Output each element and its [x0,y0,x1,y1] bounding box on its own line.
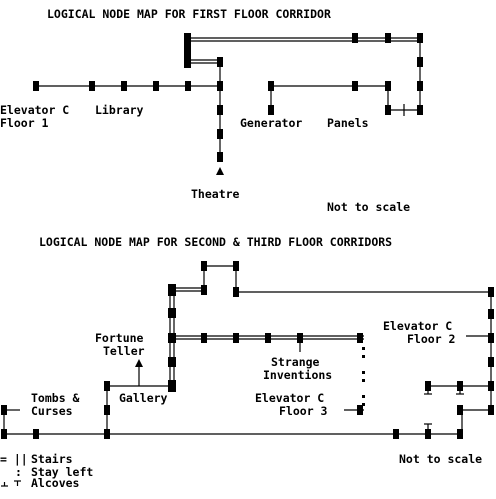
map-node [488,357,494,367]
legend: = || Stairs : Stay left Alcoves [0,452,93,490]
map-node [121,81,127,91]
legend-stairs-text: Stairs [31,452,73,466]
map-node [201,333,207,343]
legend-alcoves-text: Alcoves [31,476,79,490]
map-node [352,81,358,91]
map-node [393,429,399,439]
map-node [297,333,303,343]
map-node [201,261,207,271]
panels-label: Panels [327,116,369,130]
map-node [268,81,274,91]
map-node [268,105,274,115]
map-node [417,33,423,43]
alcove-icon [1,480,21,487]
map-node [457,429,463,439]
theatre-arrow-icon [216,167,224,175]
map-node [457,381,463,391]
legend-stay-left-text: Stay left [31,465,93,479]
strange-inventions-label: Strange [271,355,320,369]
map-node [488,381,494,391]
map-node [1,405,7,415]
map-node [153,81,159,91]
map-node [217,129,223,139]
map-node [357,405,363,415]
map-node [233,333,239,343]
map-node [104,405,110,415]
library-label: Library [95,103,144,117]
map-node [385,33,391,43]
map-node [168,308,176,318]
map-node [488,333,494,343]
map-node [233,261,239,271]
map-node [33,429,39,439]
elevator-c-floor3-label: Floor 3 [279,404,328,418]
fortune-teller-arrow-icon [135,359,143,367]
map-node [217,57,223,67]
map-node [425,381,431,391]
map-node [417,81,423,91]
first-floor-stairs [184,33,191,68]
map-node [233,287,239,297]
map-node [168,357,176,367]
strange-inventions-label: Inventions [263,368,332,382]
map-node [352,33,358,43]
not-to-scale-label: Not to scale [327,200,410,214]
stay-left-dots [362,347,365,406]
map-node [488,405,494,415]
map-node [385,81,391,91]
generator-label: Generator [240,116,302,130]
elevator-c-floor1-label: Floor 1 [0,116,49,130]
first-floor-corridor-lines [36,37,421,157]
second-floor-corridor-lines [3,265,492,435]
elevator-c-floor2-label: Floor 2 [407,332,455,346]
second-floor-stairs [168,284,176,392]
first-floor-nodes [33,33,423,162]
map-node [217,105,223,115]
map-node [217,81,223,91]
first-floor-labels: Elevator C Floor 1 Library Generator Pan… [0,103,410,214]
map-node [488,287,494,297]
map-node [425,429,431,439]
theatre-label: Theatre [191,187,240,201]
first-floor-title: LOGICAL NODE MAP FOR FIRST FLOOR CORRIDO… [47,7,331,21]
map-node [217,152,223,162]
legend-stairs-symbol: = || [0,452,28,466]
map-node [417,105,423,115]
map-node [168,333,176,343]
not-to-scale-label: Not to scale [399,452,482,466]
elevator-c-floor1-label: Elevator C [0,103,69,117]
map-node [417,57,423,67]
gallery-label: Gallery [119,391,168,405]
map-node [265,333,271,343]
tombs-curses-label: Tombs & [31,391,80,405]
map-node [357,333,363,343]
map-node [33,81,39,91]
second-floor-nodes [1,261,494,439]
map-node [201,285,207,295]
map-node [1,429,7,439]
second-third-floor-title: LOGICAL NODE MAP FOR SECOND & THIRD FLOO… [39,235,392,249]
elevator-c-floor3-label: Elevator C [255,391,324,405]
legend-stay-left-symbol: : [15,465,22,479]
map-node [104,429,110,439]
fortune-teller-label: Fortune [95,331,144,345]
map-node [385,105,391,115]
second-floor-labels: Tombs & Curses Fortune Teller Gallery St… [31,319,482,466]
elevator-c-floor2-label: Elevator C [383,319,452,333]
map-node [488,309,494,319]
map-node [89,81,95,91]
tombs-curses-label: Curses [31,404,73,418]
map-node [185,81,191,91]
map-node [104,381,110,391]
fortune-teller-label: Teller [103,344,145,358]
map-node [457,405,463,415]
